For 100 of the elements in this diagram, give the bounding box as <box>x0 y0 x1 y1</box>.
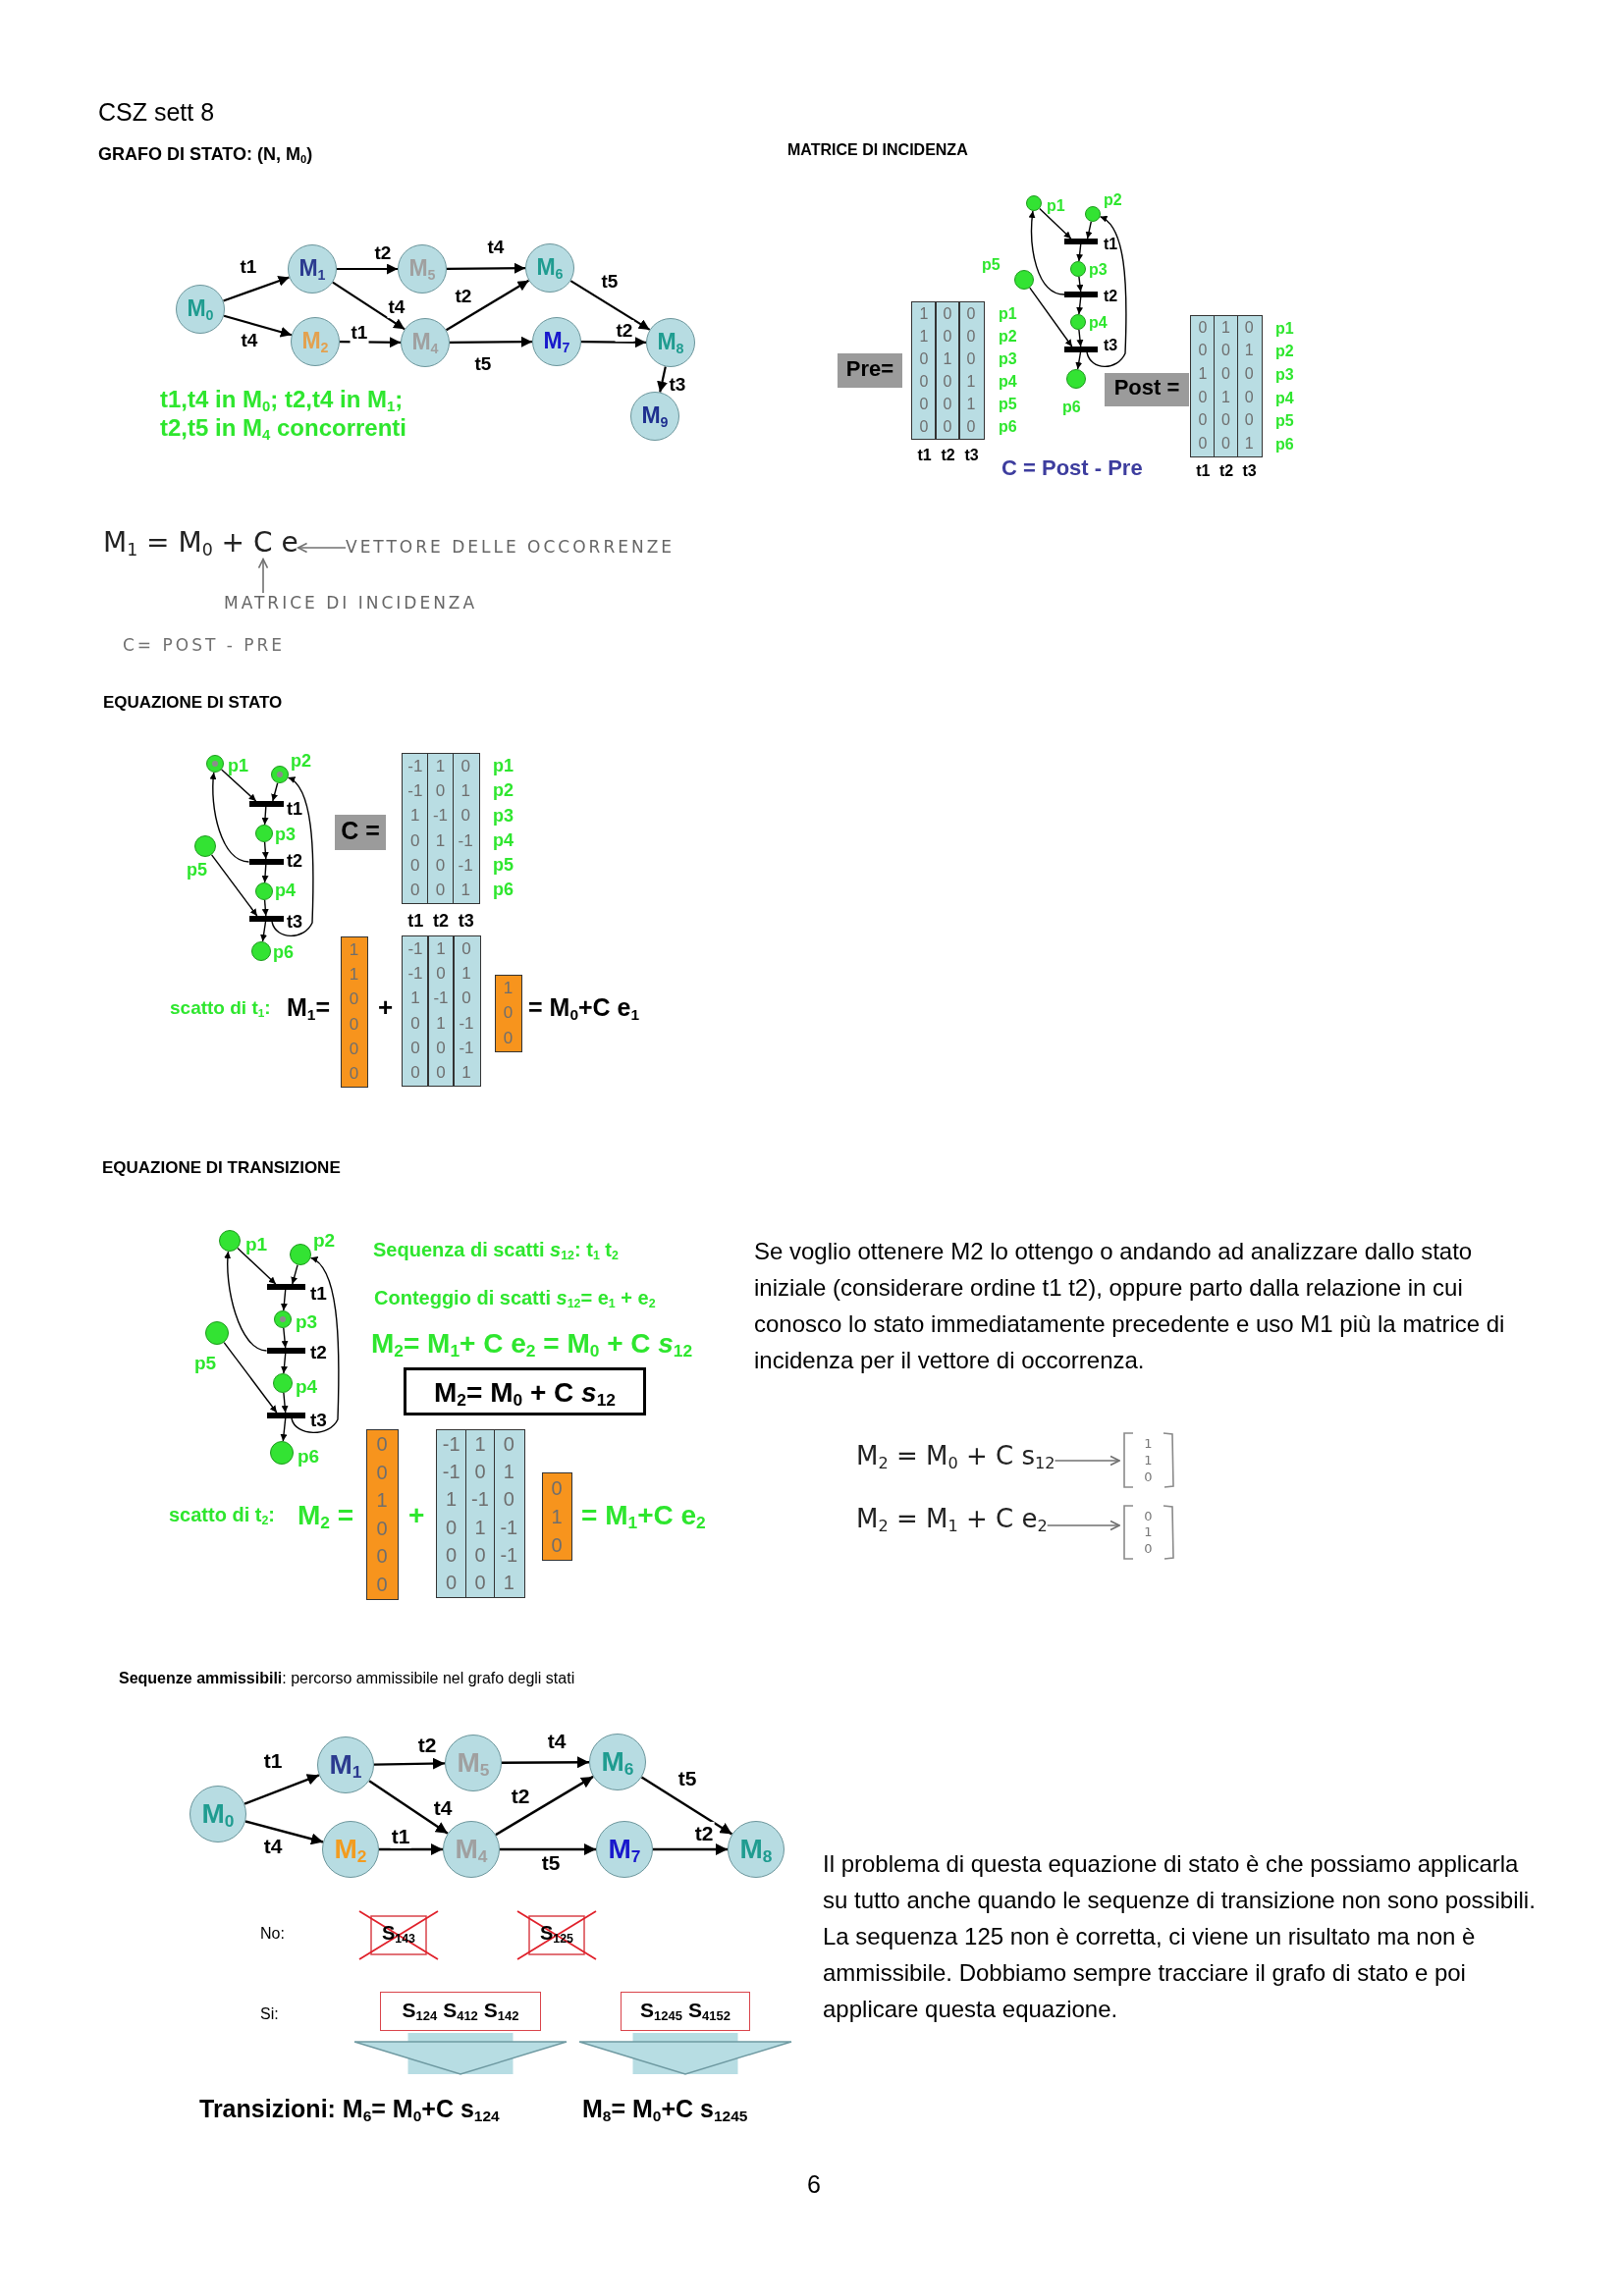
row-label: Si: <box>260 2004 279 2024</box>
arrow <box>1085 221 1093 240</box>
matrix-cell-text: 1 <box>1243 434 1255 454</box>
vector-cell-text: 1 <box>348 964 360 987</box>
formula-text: M$_{2}$ = <box>298 1499 354 1532</box>
place-label: p4 <box>1089 313 1108 333</box>
row-label: p4 <box>1275 388 1294 407</box>
matrix-cell-text: 1 <box>434 829 447 852</box>
place-label: p2 <box>1104 190 1122 210</box>
arrow <box>221 769 257 802</box>
matrix-cell-text: 0 <box>942 326 953 347</box>
transition-bar <box>266 1348 305 1354</box>
place-circle <box>1085 206 1101 222</box>
matrix-name-tag: C = <box>335 815 386 850</box>
section-heading: EQUAZIONE DI STATO <box>103 693 283 714</box>
formula-text: = M$_{0}$+C e$_{1}$ <box>528 992 640 1022</box>
handwritten-note: VETTORE DELLE OCCORRENZE <box>346 537 676 558</box>
column-label: t1 <box>407 911 424 933</box>
vector-cell-text: 0 <box>375 1516 389 1541</box>
matrix-cell-text: 0 <box>1197 387 1209 407</box>
vector-cell-text: 0 <box>348 988 360 1011</box>
matrix-cell-text: 1 <box>918 326 930 347</box>
matrix-cell-text: 0 <box>473 1542 487 1568</box>
handwritten-note: C= POST - PRE <box>123 635 286 656</box>
place-circle <box>290 1244 311 1265</box>
arrow <box>337 263 398 275</box>
plus-sign: + <box>378 992 394 1024</box>
arrow <box>1076 329 1084 347</box>
matrix-cell-text: 1 <box>460 780 471 803</box>
state-circle: M$_{4}$ <box>443 1821 500 1878</box>
matrix-cell-text: 0 <box>1197 341 1209 361</box>
page-header: CSZ sett 8 <box>98 97 215 127</box>
matrix-cell-text: 0 <box>1220 341 1231 361</box>
place-label: p3 <box>275 825 296 846</box>
arrow <box>1076 243 1084 262</box>
matrix-cell-text: 0 <box>502 1487 515 1513</box>
matrix-name-tag: Pre= <box>838 353 902 388</box>
matrix-cell-text: 0 <box>460 756 471 778</box>
curved-arrow <box>209 772 250 863</box>
matrix-grid <box>402 935 481 1087</box>
matrix-cell-text: 1 <box>918 303 930 324</box>
formula-text: C = Post - Pre <box>1001 455 1143 482</box>
matrix-cell-text: -1 <box>431 805 450 828</box>
row-label: p1 <box>493 756 514 777</box>
matrix-cell-text: 0 <box>918 348 930 369</box>
row-label: p2 <box>999 327 1017 347</box>
matrix-cell-text: 1 <box>502 1460 515 1485</box>
place-circle <box>219 1230 241 1252</box>
formula-text: M$_{8}$= M$_{0}$+C s$_{1245}$ <box>582 2094 748 2123</box>
matrix-cell-text: 0 <box>473 1570 487 1595</box>
matrix-cell-text: 1 <box>434 756 447 778</box>
section-heading: MATRICE DI INCIDENZA <box>787 140 968 160</box>
place-circle <box>194 835 216 857</box>
column-label: t3 <box>1242 461 1257 481</box>
place-label: p4 <box>296 1375 318 1399</box>
arrow <box>281 1353 288 1374</box>
matrix-grid <box>911 301 985 440</box>
transition-bar <box>1064 239 1098 244</box>
vector-cell-text: 0 <box>375 1572 389 1597</box>
transition-label: t2 <box>310 1341 327 1364</box>
vector-cell-text: 0 <box>502 1002 514 1025</box>
row-label: p2 <box>1275 342 1294 361</box>
vector-cell-text: 0 <box>375 1544 389 1570</box>
handwritten-formula: M$_{2}$ = M$_{0}$ + C s$_{12}$ <box>856 1441 1055 1472</box>
arrow <box>210 854 258 917</box>
arrow <box>340 337 401 348</box>
matrix-cell-text: 1 <box>965 394 977 414</box>
matrix-cell-text: 1 <box>409 988 421 1010</box>
hand-drawn-arrow <box>1054 1455 1120 1467</box>
matrix-cell-text: 1 <box>1220 317 1231 338</box>
vector-grid <box>366 1429 399 1600</box>
place-label: p6 <box>273 942 294 964</box>
matrix-cell-text: 0 <box>445 1570 459 1595</box>
matrix-cell-text: 0 <box>409 854 421 877</box>
transition-label: t3 <box>1104 336 1118 355</box>
matrix-cell-text: 0 <box>473 1460 487 1485</box>
state-circle: M$_{1}$ <box>288 244 337 294</box>
handwritten-formula: M$_{1}$ = M$_{0}$ + C e <box>103 526 298 560</box>
place-label: p2 <box>313 1229 336 1253</box>
arrow <box>450 336 532 347</box>
matrix-cell-text: 0 <box>918 394 930 414</box>
arrow <box>243 1774 320 1805</box>
place-circle <box>270 1441 294 1465</box>
place-circle <box>251 941 271 961</box>
block-arrow <box>578 2033 792 2075</box>
matrix-cell-text: 0 <box>409 1061 421 1084</box>
transition-label: t1 <box>287 799 302 821</box>
place-label: p4 <box>275 881 296 902</box>
arrow <box>261 899 269 917</box>
transition-label: t1 <box>310 1282 327 1306</box>
matrix-cell-text: 0 <box>445 1515 459 1540</box>
matrix-cell-text: 1 <box>435 938 447 961</box>
transition-bar <box>266 1413 305 1418</box>
page-number: 6 <box>807 2169 821 2199</box>
transition-label: t1 <box>1104 235 1118 254</box>
arrow <box>657 366 668 393</box>
row-label: p6 <box>999 417 1017 437</box>
transition-bar <box>248 859 284 865</box>
matrix-cell-text: 0 <box>460 988 472 1010</box>
formula-label: scatto di t$_{1}$: <box>170 997 271 1020</box>
